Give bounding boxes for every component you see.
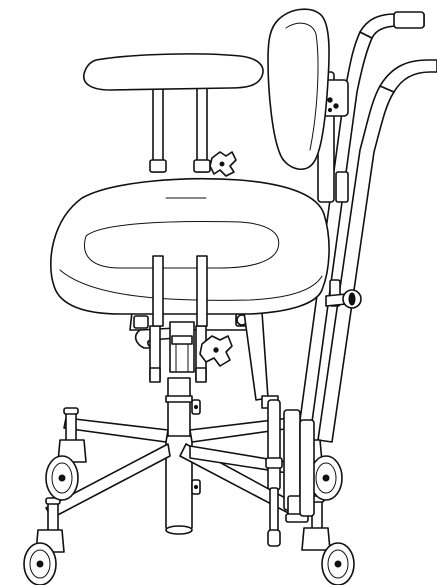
armrest [83,53,264,177]
column-upper [167,377,191,439]
caster-front-left [23,529,65,585]
base-leg-back-left [63,417,169,443]
casters [23,439,355,585]
caster-front-right [301,527,355,585]
caster-back-left [45,439,87,501]
seat-cushion [49,178,330,315]
handle-grip-far [393,11,425,29]
seat [49,178,330,327]
armrest-post-right [196,79,208,173]
backrest [267,8,349,203]
armrest-post-left [152,79,164,173]
push-handle-frame [299,11,437,443]
push-frame-lower [265,399,315,547]
frame-foot-tip [267,529,281,547]
